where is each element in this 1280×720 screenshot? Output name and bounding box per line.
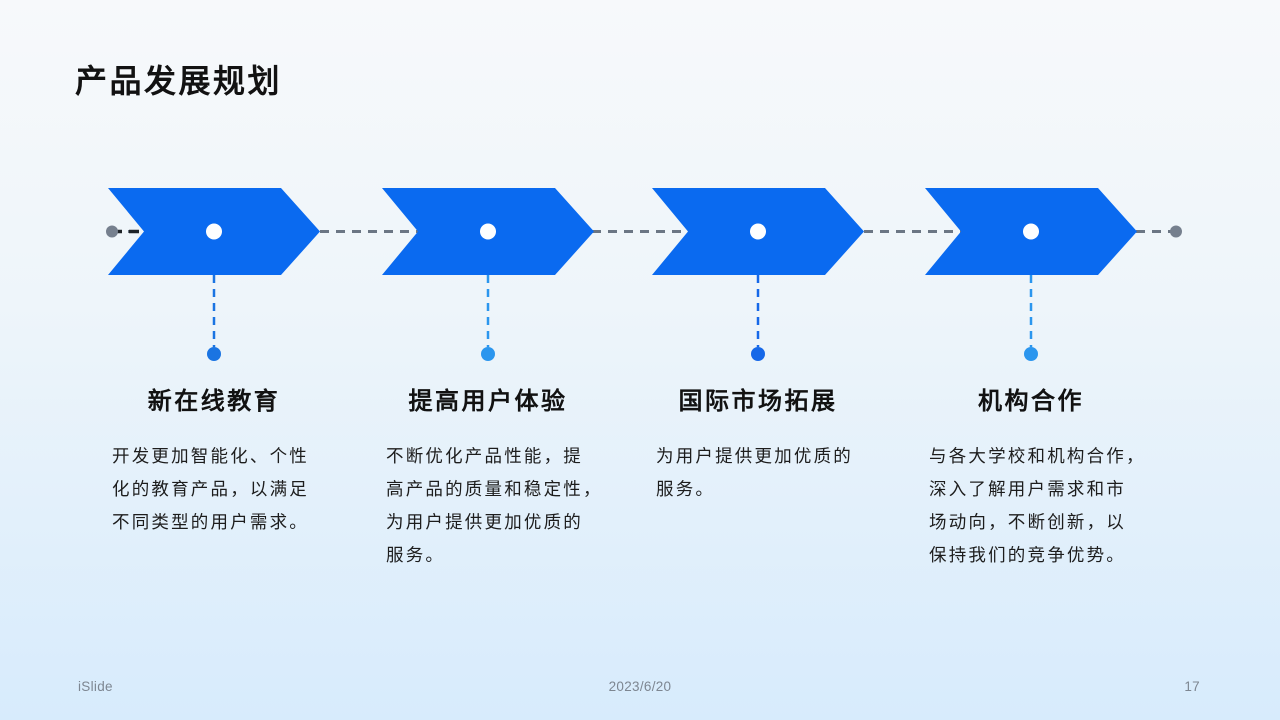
milestone-body: 为用户提供更加优质的服务。 (643, 440, 873, 506)
milestone-heading: 机构合作 (978, 388, 1084, 415)
body-line: 为用户提供更加优质的 (386, 512, 583, 532)
body-line: 不同类型的用户需求。 (112, 512, 309, 532)
body-line: 化的教育产品，以满足 (112, 479, 309, 499)
milestone-body: 开发更加智能化、个性化的教育产品，以满足不同类型的用户需求。 (99, 440, 329, 539)
timeline (106, 188, 1182, 361)
body-line: 服务。 (386, 545, 446, 565)
drop-dot-1 (207, 347, 221, 361)
arrow-node-dot-3 (750, 223, 766, 240)
body-line: 与各大学校和机构合作， (929, 446, 1146, 466)
timeline-end-dot (1170, 225, 1182, 238)
arrow-node-dot-4 (1023, 223, 1039, 240)
body-line: 高产品的质量和稳定性， (386, 479, 603, 499)
body-line: 深入了解用户需求和市 (929, 479, 1126, 499)
footer-page-number: 17 (1184, 679, 1200, 694)
body-line: 为用户提供更加优质的 (656, 446, 853, 466)
body-line: 不断优化产品性能，提 (386, 446, 583, 466)
milestone-body: 与各大学校和机构合作， 深入了解用户需求和市场动向，不断创新，以保持我们的竞争优势… (916, 440, 1146, 572)
milestone-column-2: 提高用户体验 不断优化产品性能，提高产品的质量和稳定性， 为用户提供更加优质的服务… (373, 386, 603, 572)
body-line: 开发更加智能化、个性 (112, 446, 309, 466)
milestone-column-4: 机构合作 与各大学校和机构合作， 深入了解用户需求和市场动向，不断创新，以保持我们… (916, 386, 1146, 572)
drop-dot-4 (1024, 347, 1038, 361)
arrow-node-dot-1 (206, 223, 222, 240)
page-title: 产品发展规划 (75, 63, 283, 99)
milestone-column-1: 新在线教育 开发更加智能化、个性化的教育产品，以满足不同类型的用户需求。 (99, 386, 329, 539)
body-line: 服务。 (656, 479, 716, 499)
footer-date: 2023/6/20 (608, 679, 672, 694)
footer-brand: iSlide (78, 679, 113, 694)
drop-dot-3 (751, 347, 765, 361)
milestone-heading: 提高用户体验 (408, 388, 568, 415)
body-line: 保持我们的竞争优势。 (929, 545, 1126, 565)
timeline-start-dot (106, 225, 118, 238)
arrow-node-dot-2 (480, 223, 496, 240)
milestone-heading: 新在线教育 (147, 388, 281, 415)
drop-dot-2 (481, 347, 495, 361)
milestone-heading: 国际市场拓展 (678, 388, 838, 415)
milestone-column-3: 国际市场拓展 为用户提供更加优质的服务。 (643, 386, 873, 506)
body-line: 场动向，不断创新，以 (929, 512, 1126, 532)
milestone-body: 不断优化产品性能，提高产品的质量和稳定性， 为用户提供更加优质的服务。 (373, 440, 603, 572)
